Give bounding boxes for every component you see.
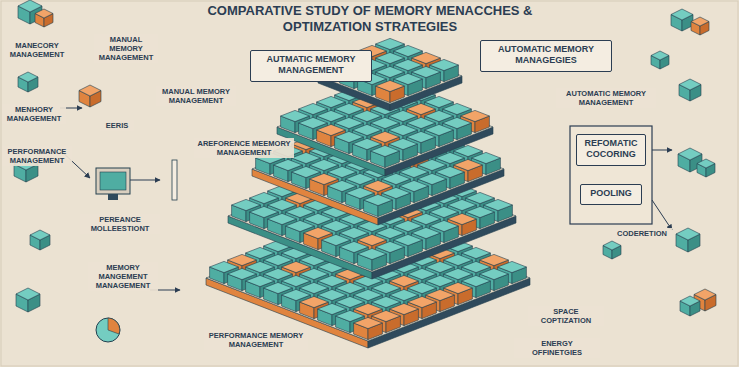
box-text: AUTOMATIC MEMORY MANAGEGIES (485, 44, 607, 66)
callout-label: MANUAL MEMORY MANAGEMENT (94, 34, 158, 63)
text-box: POOLING (580, 184, 642, 205)
cube-icon (16, 288, 40, 312)
decor-arrow (652, 150, 672, 151)
monitor-icon (96, 168, 130, 200)
callout-label: MENHORY MANAGEMENT (2, 104, 66, 124)
stack-layer (206, 205, 530, 348)
cube-icon (671, 9, 693, 31)
callout-label: AUTOMATIC MEMORY MANAGEMENT (556, 88, 656, 108)
cube-icon (680, 296, 700, 316)
side-panel (570, 126, 652, 224)
callout-label: PERFORMANCE MANAGEMENT (2, 146, 72, 166)
cube-icon (697, 159, 715, 177)
callout-label: PERFORMANCE MEMORY MANAGEMENT (204, 330, 308, 350)
cube-icon (18, 72, 38, 92)
cube-icon (35, 9, 53, 27)
stack-layer (277, 75, 493, 176)
callout-label: CODERETION (612, 228, 672, 239)
stack-layer (252, 110, 504, 225)
box-text: AUTMATIC MEMORY MANAGEMENT (255, 54, 367, 76)
cube-icon (603, 241, 621, 259)
vertical-bar (172, 160, 177, 200)
cube-icon (651, 51, 669, 69)
text-box: REFOMATIC COCORING (576, 134, 646, 166)
text-box: AUTOMATIC MEMORY MANAGEGIES (480, 40, 612, 72)
callout-label: EERIS (100, 120, 134, 131)
callout-label: MANUAL MEMORY MANAGEMENT (156, 86, 236, 106)
text-box: AUTMATIC MEMORY MANAGEMENT (250, 50, 372, 82)
title: COMPARATIVE STUDY OF MEMORY MENACCHES & … (205, 3, 535, 35)
decor-arrow (652, 200, 672, 230)
pie-icon (96, 318, 120, 342)
box-text: POOLING (585, 188, 637, 199)
cube-icon (30, 230, 50, 250)
callout-label: PEREANCE MOLLEESTIONT (80, 214, 160, 234)
callout-label: ENERGY OFFINETGIES (514, 338, 600, 358)
box-text: REFOMATIC COCORING (581, 138, 641, 160)
cube-icon (679, 79, 701, 101)
decor-arrow (130, 180, 160, 181)
callout-label: MEMORY MANGEMENT MANAGEMENT (88, 262, 158, 291)
cube-icon (691, 17, 709, 35)
callout-label: SPACE COPTIZATION (528, 306, 604, 326)
cube-icon (79, 85, 101, 107)
callout-label: MANECORY MANAGEMENT (4, 40, 70, 60)
cube-icon (676, 228, 700, 252)
callout-label: AREFORENCE MEEMORY MANAGEMENT (194, 138, 294, 158)
